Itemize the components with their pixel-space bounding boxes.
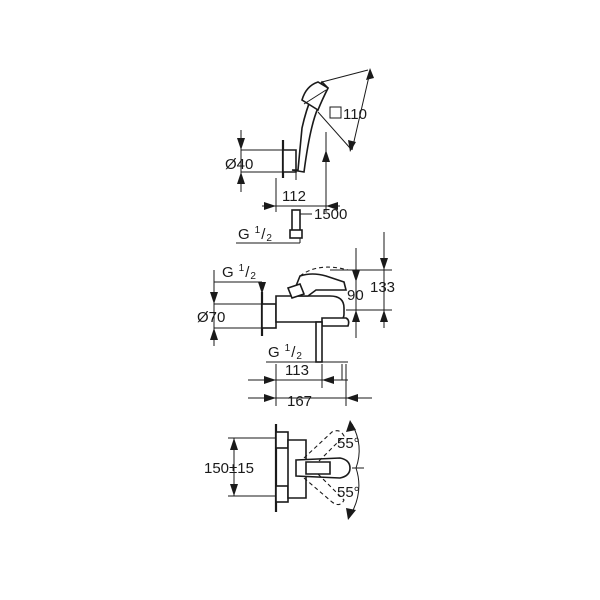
head-dim-arrow-bottom: [348, 140, 356, 152]
spout-height-arrow-top: [352, 270, 360, 282]
rosette-dim-arrow-bottom: [210, 328, 218, 340]
depth-spout-label: 113: [285, 362, 309, 379]
hose-nut: [289, 229, 303, 239]
offset-ext-arrow: [322, 150, 330, 162]
angle-down-label: 55°: [337, 484, 360, 501]
mixer-front-view: 55° 55° 150±15: [204, 420, 364, 520]
mixer-spout: [321, 317, 350, 327]
front-lever-ghost-up: [303, 430, 345, 463]
front-lower-connection: [275, 485, 289, 503]
angle-up-label: 55°: [337, 435, 360, 452]
hand-shower-view: 110 Ø40 112: [225, 68, 374, 212]
head-dim-arrow-top: [366, 68, 374, 80]
offset-arrow-left: [264, 202, 276, 210]
mixer-lever: [290, 273, 348, 297]
front-lever-ghost-down: [303, 473, 345, 506]
square-icon: [329, 106, 342, 119]
height-arrow-top: [380, 258, 388, 270]
centres-label: 150±15: [204, 460, 254, 477]
inlet-thread-arrow: [258, 282, 266, 294]
mixer-lever-ghost: [299, 266, 349, 277]
offset-label: 112: [282, 188, 306, 205]
front-upper-connection: [275, 431, 289, 449]
height-arrow-bottom: [380, 310, 388, 322]
head-dim-ext-top: [321, 69, 369, 83]
rosette-diameter-label: Ø70: [197, 309, 225, 326]
offset-arrow-right: [326, 202, 338, 210]
shower-head-face: [301, 81, 330, 112]
spout-height-label: 90: [347, 287, 364, 304]
holder-dim-arrow-bottom: [237, 172, 245, 184]
holder-diameter-label: Ø40: [225, 156, 253, 173]
mixer-diverter: [315, 321, 323, 363]
head-dim-ext-bottom: [317, 111, 351, 149]
rosette-dim-arrow-top: [210, 292, 218, 304]
shower-head-edge: [303, 89, 327, 105]
head-size-label: 110: [343, 106, 367, 123]
holder-dim-arrow-top: [237, 138, 245, 150]
depth-total-label: 167: [287, 393, 312, 410]
height-total-label: 133: [370, 279, 395, 296]
shower-holder: [282, 149, 297, 173]
centres-arrow-bottom: [230, 484, 238, 496]
centres-arrow-top: [230, 438, 238, 450]
total-depth-arrow-right: [346, 394, 358, 402]
front-lever-inner: [305, 461, 331, 475]
depth-arrow-right: [322, 376, 334, 384]
total-depth-arrow-left: [264, 394, 276, 402]
angle-arrow-up: [346, 420, 356, 432]
mixer-lever-base: [286, 283, 306, 299]
hose-length-label: 1500: [314, 206, 347, 223]
spout-height-arrow-bottom: [352, 310, 360, 322]
angle-arrow-down: [346, 508, 356, 520]
depth-arrow-left: [264, 376, 276, 384]
mixer-rosette: [261, 303, 277, 329]
head-dim-line: [351, 71, 371, 151]
